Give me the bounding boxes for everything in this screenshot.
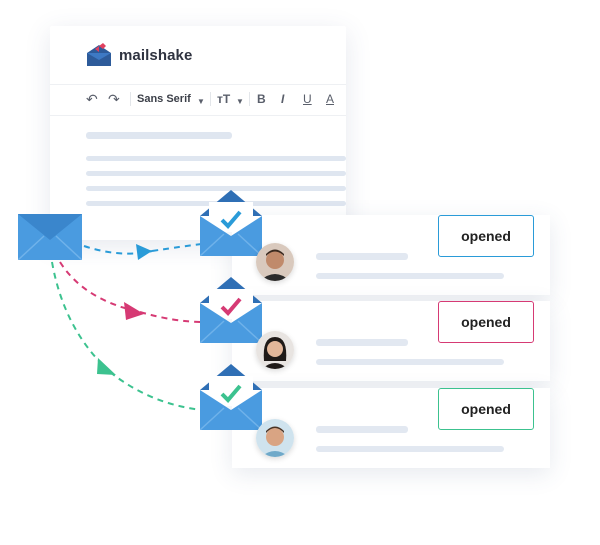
recipient-row: opened: [232, 215, 550, 295]
body-line-placeholder: [86, 156, 346, 161]
check-icon: [220, 210, 242, 229]
email-editor-card: mailshake ↶ ↷ Sans Serif ▼ ᴛT ▼ B I U A: [50, 26, 346, 240]
arrow-head-blue: [136, 244, 152, 260]
text-color-button[interactable]: A: [326, 92, 335, 106]
recipient-row: opened: [232, 388, 550, 468]
undo-icon[interactable]: ↶: [86, 91, 98, 107]
font-dropdown-caret-icon[interactable]: ▼: [197, 97, 205, 106]
envelope-icon: [18, 214, 82, 260]
text-size-caret-icon[interactable]: ▼: [236, 97, 244, 106]
redo-icon[interactable]: ↷: [108, 91, 120, 107]
text-size-icon[interactable]: ᴛT: [217, 92, 231, 106]
open-envelope-icon: [200, 277, 262, 343]
avatar: [256, 331, 294, 369]
bold-button[interactable]: B: [257, 92, 266, 106]
name-placeholder: [316, 339, 408, 346]
arrow-head-pink: [124, 302, 144, 320]
arrow-path-pink: [59, 261, 141, 313]
formatting-toolbar: ↶ ↷ Sans Serif ▼ ᴛT ▼ B I U A: [50, 84, 346, 116]
avatar: [256, 243, 294, 281]
arrow-head-green: [97, 358, 116, 375]
avatar: [256, 419, 294, 457]
check-icon: [220, 384, 242, 403]
italic-button[interactable]: I: [281, 92, 285, 106]
body-line-placeholder: [86, 171, 346, 176]
open-envelope-icon: [200, 190, 262, 256]
open-envelope-icon: [200, 364, 262, 430]
detail-placeholder: [316, 446, 504, 452]
body-line-placeholder: [86, 186, 346, 191]
mailshake-logo-icon: [87, 43, 111, 66]
detail-placeholder: [316, 273, 504, 279]
subject-line-placeholder: [86, 132, 232, 139]
status-badge: opened: [438, 388, 534, 430]
arrow-path-green: [51, 261, 111, 373]
font-family-select[interactable]: Sans Serif: [137, 93, 191, 105]
status-badge: opened: [438, 215, 534, 257]
brand-name: mailshake: [119, 47, 193, 64]
underline-button[interactable]: U: [303, 92, 312, 106]
detail-placeholder: [316, 359, 504, 365]
name-placeholder: [316, 253, 408, 260]
name-placeholder: [316, 426, 408, 433]
arrow-path-blue: [83, 245, 153, 255]
status-badge: opened: [438, 301, 534, 343]
check-icon: [220, 297, 242, 316]
